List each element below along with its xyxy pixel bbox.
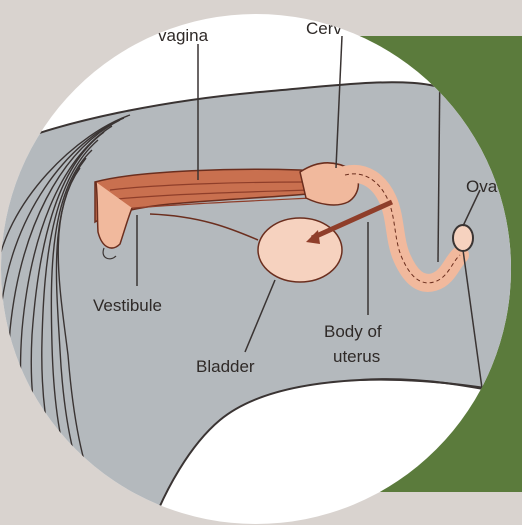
ovary bbox=[453, 225, 473, 251]
label-body-of-uterus-line1: Body of bbox=[324, 322, 382, 341]
label-cervix: Cerv bbox=[306, 19, 342, 38]
label-ovary: Ova bbox=[466, 177, 498, 196]
label-vestibule: Vestibule bbox=[93, 296, 162, 315]
label-body-of-uterus-line2: uterus bbox=[333, 347, 380, 366]
label-bladder: Bladder bbox=[196, 357, 255, 376]
label-vagina: vagina bbox=[158, 26, 209, 45]
